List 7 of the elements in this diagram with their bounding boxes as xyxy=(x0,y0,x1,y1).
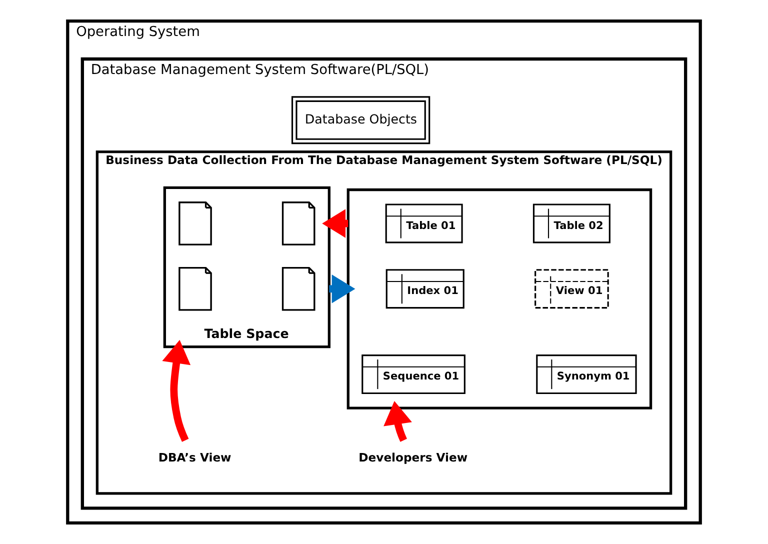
node-box: Database Objects xyxy=(291,96,430,144)
node-text: Developers View xyxy=(358,450,468,465)
arrow xyxy=(162,340,191,442)
cluster xyxy=(346,188,652,410)
arrow xyxy=(384,401,412,442)
node-text: DBA’s View xyxy=(158,450,232,465)
cluster: Table Space xyxy=(163,186,330,348)
